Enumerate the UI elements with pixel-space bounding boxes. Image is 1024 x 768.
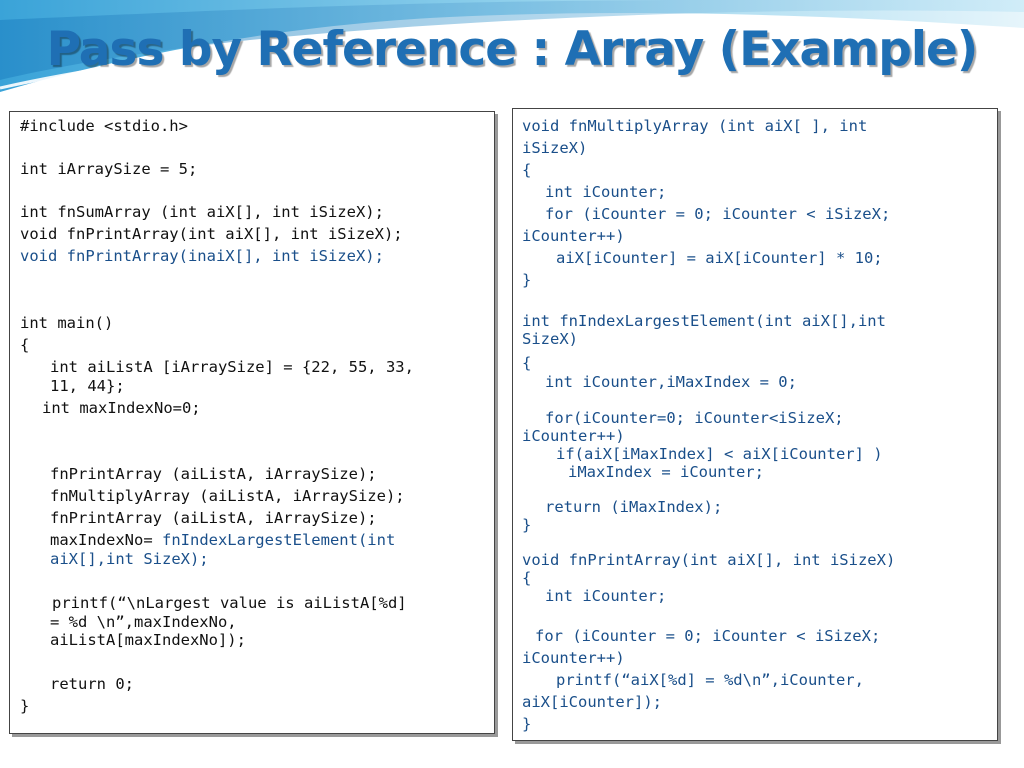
code-line: aiX[iCounter] = aiX[iCounter] * 10;	[556, 249, 883, 267]
slide-title: Pass by Reference : Array (Example)	[46, 22, 979, 77]
code-line: }	[20, 697, 30, 715]
code-line: {	[20, 336, 30, 354]
code-line: void fnMultiplyArray (int aiX[ ], int	[522, 117, 868, 135]
code-line: printf(“\nLargest value is aiListA[%d]	[52, 594, 407, 612]
code-line: int main()	[20, 314, 114, 332]
code-line: int iArraySize = 5;	[20, 160, 198, 178]
code-line: }	[522, 516, 532, 534]
code-line: void fnPrintArray(int aiX[], int iSizeX)…	[20, 225, 403, 243]
code-line: int aiListA [iArraySize] = {22, 55, 33,	[50, 358, 414, 376]
code-line: SizeX)	[522, 330, 578, 348]
code-line: iSizeX)	[522, 139, 588, 157]
code-line: printf(“aiX[%d] = %d\n”,iCounter,	[556, 671, 864, 689]
code-line: iCounter++)	[522, 227, 625, 245]
code-line: aiX[iCounter]);	[522, 693, 662, 711]
code-line: aiX[],int SizeX);	[50, 550, 209, 568]
code-line: }	[522, 715, 532, 733]
code-line: {	[522, 569, 532, 587]
code-line: int fnIndexLargestElement(int aiX[],int	[522, 312, 886, 330]
code-line: {	[522, 354, 532, 372]
code-line: void fnPrintArray(int aiX[], int iSizeX)	[522, 551, 896, 569]
code-line: int fnSumArray (int aiX[], int iSizeX);	[20, 203, 384, 221]
code-line: = %d \n”,maxIndexNo,	[50, 613, 237, 631]
code-line: int iCounter;	[545, 587, 667, 605]
code-line: {	[522, 161, 532, 179]
code-line: for (iCounter = 0; iCounter < iSizeX;	[545, 205, 891, 223]
background-swoosh	[0, 0, 1024, 92]
code-line: iCounter++)	[522, 649, 625, 667]
functions-code-box: void fnMultiplyArray (int aiX[ ], int iS…	[512, 108, 998, 741]
code-line: void fnPrintArray(inaiX[], int iSizeX);	[20, 247, 384, 265]
main-code-box: #include <stdio.h> int iArraySize = 5; i…	[9, 111, 495, 734]
code-line: int iCounter;	[545, 183, 667, 201]
code-line: maxIndexNo= fnIndexLargestElement(int	[50, 531, 396, 549]
code-line: fnMultiplyArray (aiListA, iArraySize);	[50, 487, 405, 505]
code-line: for(iCounter=0; iCounter<iSizeX;	[545, 409, 844, 427]
code-line: return (iMaxIndex);	[545, 498, 723, 516]
code-line: fnPrintArray (aiListA, iArraySize);	[50, 465, 377, 483]
code-line: if(aiX[iMaxIndex] < aiX[iCounter] )	[556, 445, 883, 463]
code-line: iCounter++)	[522, 427, 625, 445]
code-line: return 0;	[50, 675, 134, 693]
code-line: for (iCounter = 0; iCounter < iSizeX;	[535, 627, 881, 645]
code-line: 11, 44};	[50, 377, 125, 395]
code-line: fnPrintArray (aiListA, iArraySize);	[50, 509, 377, 527]
code-line: int maxIndexNo=0;	[42, 399, 201, 417]
code-line: aiListA[maxIndexNo]);	[50, 631, 246, 649]
code-line: }	[522, 271, 532, 289]
code-line: int iCounter,iMaxIndex = 0;	[545, 373, 797, 391]
code-line: iMaxIndex = iCounter;	[568, 463, 764, 481]
code-line: #include <stdio.h>	[20, 117, 188, 135]
